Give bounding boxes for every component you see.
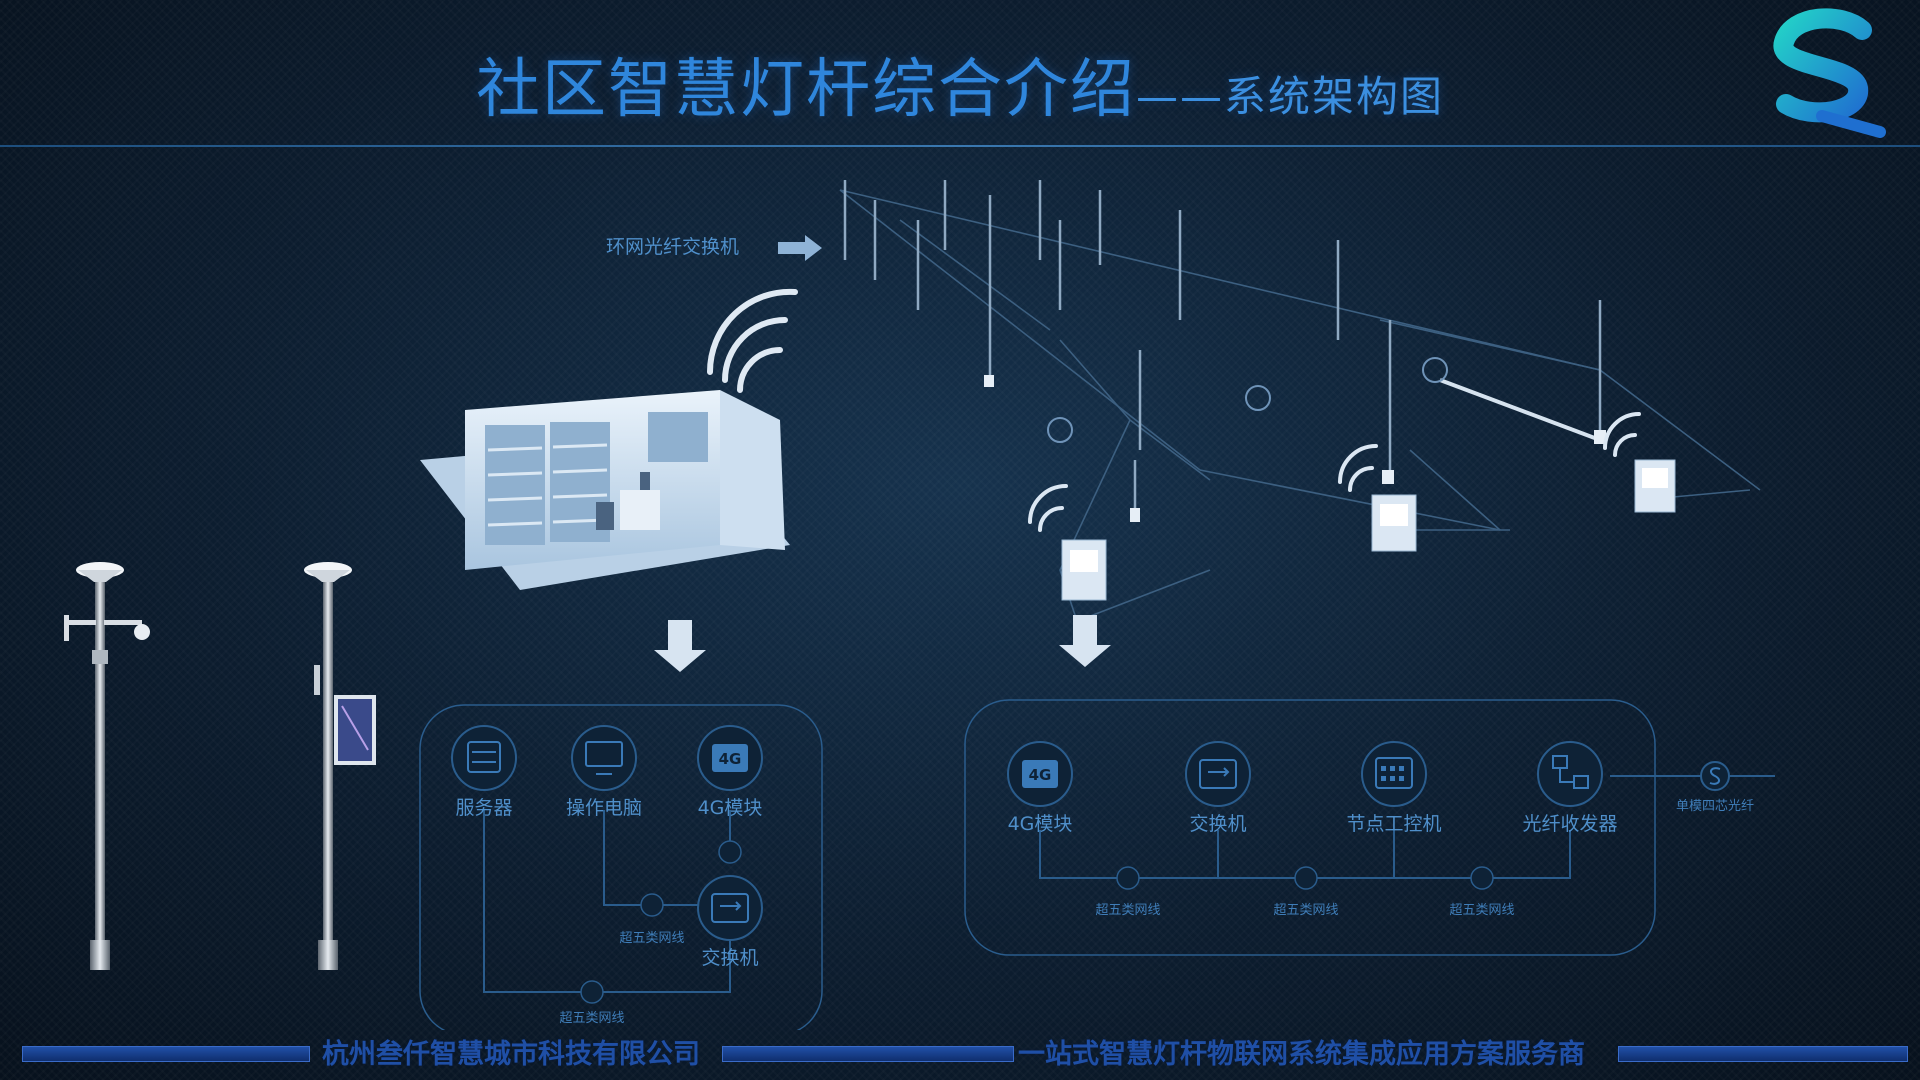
pole-cabinet-1 bbox=[1028, 484, 1107, 601]
footer-slogan: 一站式智慧灯杆物联网系统集成应用方案服务商 bbox=[1018, 1039, 1585, 1070]
fiber-cable-icon bbox=[1700, 761, 1730, 791]
ring-network-lines bbox=[839, 189, 1761, 631]
header-divider bbox=[0, 145, 1920, 147]
room-wifi-icon bbox=[706, 288, 798, 393]
left-node-label-4g: 4G模块 bbox=[698, 797, 763, 819]
server-room-system-box bbox=[419, 704, 823, 1030]
cabinet-wifi-icon bbox=[1028, 484, 1068, 532]
industrial-pc-node-icon bbox=[1361, 741, 1427, 807]
fiber-node-markers bbox=[1047, 357, 1448, 443]
network-poles bbox=[843, 180, 1602, 520]
svg-text:4G: 4G bbox=[719, 750, 742, 768]
switch-node-icon bbox=[1185, 741, 1251, 807]
down-arrow-icons bbox=[654, 615, 1111, 672]
right-box-nodes: 4G bbox=[1007, 741, 1730, 890]
ring-switch-label: 环网光纤交换机 bbox=[606, 236, 739, 258]
right-cable-label-3: 超五类网线 bbox=[1449, 903, 1514, 918]
rj45-connector-icon bbox=[1116, 866, 1494, 890]
cabinet-wifi-icon bbox=[1603, 412, 1641, 457]
pole-lamps bbox=[984, 375, 1606, 522]
right-node-label-fiber-transceiver: 光纤收发器 bbox=[1522, 813, 1617, 835]
page-title: 社区智慧灯杆综合介绍——系统架构图 bbox=[0, 38, 1920, 130]
left-node-label-switch: 交换机 bbox=[701, 947, 758, 969]
right-cable-label-1: 超五类网线 bbox=[1095, 903, 1160, 918]
footer-banner: 杭州叁仟智慧城市科技有限公司 一站式智慧灯杆物联网系统集成应用方案服务商 bbox=[0, 1032, 1920, 1072]
left-node-label-computer: 操作电脑 bbox=[566, 797, 642, 819]
footer-bar-left bbox=[22, 1046, 310, 1062]
fourg-module-node-icon: 4G bbox=[697, 725, 763, 791]
system-architecture-diagram: 环网光纤交换机 bbox=[64, 180, 1775, 1030]
fiber-label: 单模四芯光纤 bbox=[1676, 799, 1754, 814]
street-lamp-pole-camera bbox=[64, 562, 150, 970]
cabinet-wifi-icon bbox=[1338, 444, 1378, 492]
switch-node-icon bbox=[697, 875, 763, 941]
street-lamp-pole-screen bbox=[304, 562, 376, 970]
left-cable-label-1: 超五类网线 bbox=[619, 931, 684, 946]
title-sub: ——系统架构图 bbox=[1135, 72, 1444, 121]
pole-cabinet-3 bbox=[1603, 412, 1676, 513]
fiber-highlight-link bbox=[1439, 378, 1601, 442]
control-room-illustration bbox=[420, 288, 798, 590]
right-node-label-4g: 4G模块 bbox=[1008, 813, 1073, 835]
right-node-label-switch: 交换机 bbox=[1189, 813, 1246, 835]
footer-company: 杭州叁仟智慧城市科技有限公司 bbox=[322, 1039, 700, 1070]
fiber-transceiver-node-icon bbox=[1537, 741, 1603, 807]
right-cable-label-2: 超五类网线 bbox=[1273, 903, 1338, 918]
svg-text:4G: 4G bbox=[1029, 766, 1052, 784]
left-box-nodes: 4G bbox=[451, 725, 763, 1004]
left-node-label-server: 服务器 bbox=[455, 797, 512, 819]
left-cable-label-2: 超五类网线 bbox=[559, 1011, 624, 1026]
left-box-wiring bbox=[483, 810, 731, 993]
company-logo-icon bbox=[1773, 8, 1886, 138]
rj45-connector-icon bbox=[580, 840, 742, 1004]
right-node-label-industrial-pc: 节点工控机 bbox=[1346, 813, 1441, 835]
pole-system-box bbox=[964, 699, 1656, 956]
fourg-module-node-icon: 4G bbox=[1007, 741, 1073, 807]
computer-node-icon bbox=[571, 725, 637, 791]
server-node-icon bbox=[451, 725, 517, 791]
footer-bar-middle bbox=[722, 1046, 1014, 1062]
title-main: 社区智慧灯杆综合介绍 bbox=[475, 53, 1136, 127]
ring-switch-arrow-icon bbox=[778, 235, 822, 261]
pole-cabinet-2 bbox=[1338, 444, 1417, 552]
footer-bar-right bbox=[1618, 1046, 1908, 1062]
